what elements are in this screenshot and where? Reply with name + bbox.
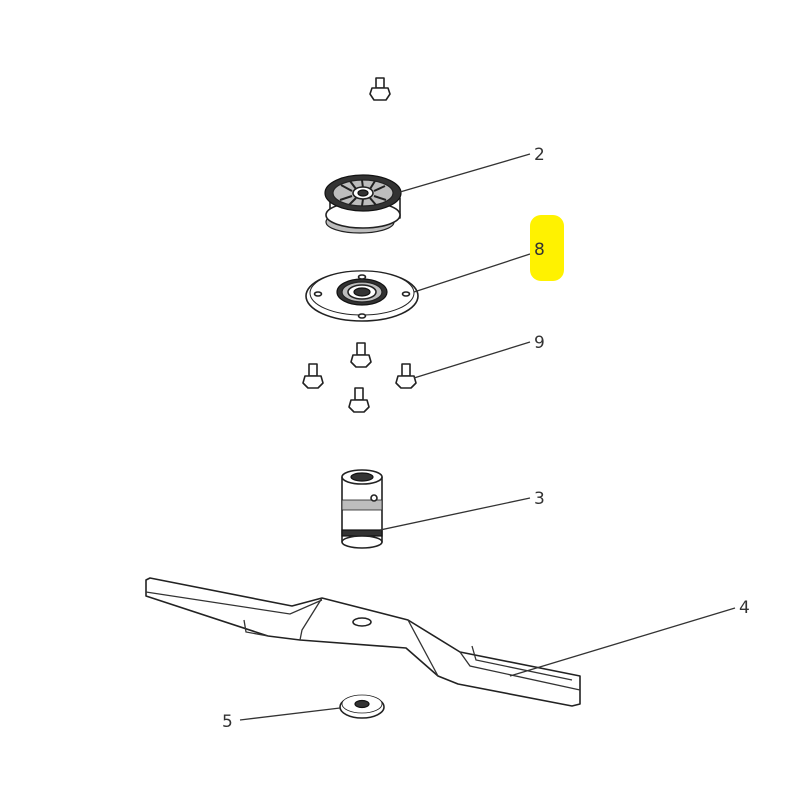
bolt-right — [395, 363, 417, 389]
leader-2 — [399, 153, 531, 193]
callout-2-label: 2 — [534, 145, 545, 165]
leader-5 — [239, 707, 341, 721]
leader-8 — [413, 253, 531, 293]
callout-5-label: 5 — [222, 712, 233, 732]
callout-3-label: 3 — [534, 489, 545, 509]
part-8-flange — [305, 270, 419, 322]
part-4-blade — [145, 577, 581, 707]
leader-lines — [239, 153, 736, 721]
bolt-back — [350, 342, 372, 368]
part-2-pulley — [324, 174, 402, 234]
callout-8-label: 8 — [534, 240, 545, 260]
part-5-washer — [339, 694, 385, 719]
callout-8-highlight — [530, 215, 564, 281]
leader-9 — [413, 341, 531, 379]
bolt-left — [302, 363, 324, 389]
leader-3 — [379, 497, 531, 531]
part-9-bolts — [302, 342, 417, 413]
callout-9-label: 9 — [534, 333, 545, 353]
leader-4 — [509, 607, 736, 677]
callout-4-label: 4 — [739, 598, 750, 618]
bolt-front — [348, 387, 370, 413]
top-bolt — [369, 77, 391, 101]
part-3-sleeve — [341, 469, 383, 549]
